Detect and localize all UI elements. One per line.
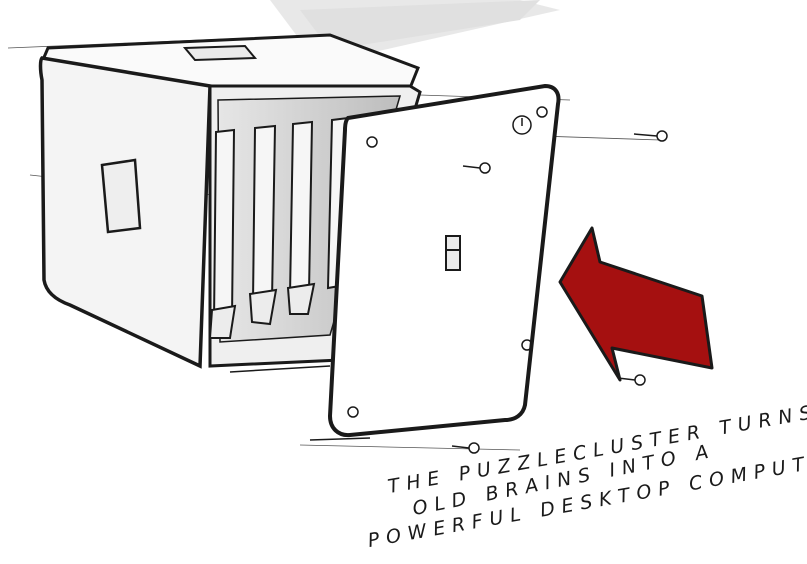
arrow-icon: [558, 226, 714, 382]
caption: THE PUZZLECLUSTER TURNS OLD BRAINS INTO …: [360, 401, 807, 558]
screw-icon: [451, 130, 668, 454]
ground-lines: [229, 365, 371, 441]
power-icon: [512, 115, 532, 135]
front-panel: [327, 83, 561, 438]
